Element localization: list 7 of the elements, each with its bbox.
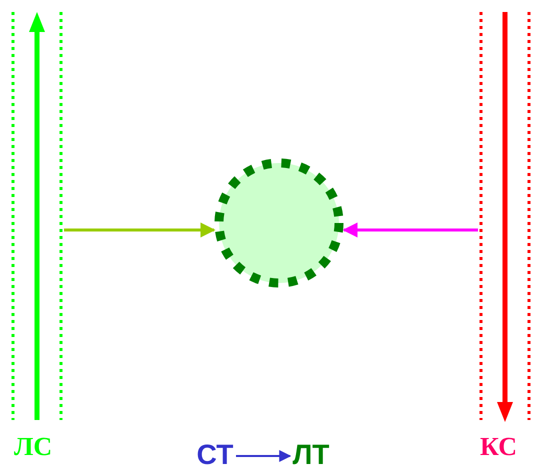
- term-label: СТ: [196, 441, 234, 469]
- arrow: [64, 222, 216, 238]
- band-label: КС: [480, 434, 517, 460]
- arrow: [236, 450, 292, 462]
- band-label: ЛС: [14, 434, 52, 460]
- term-label: ЛТ: [292, 441, 330, 469]
- arrow: [342, 222, 478, 238]
